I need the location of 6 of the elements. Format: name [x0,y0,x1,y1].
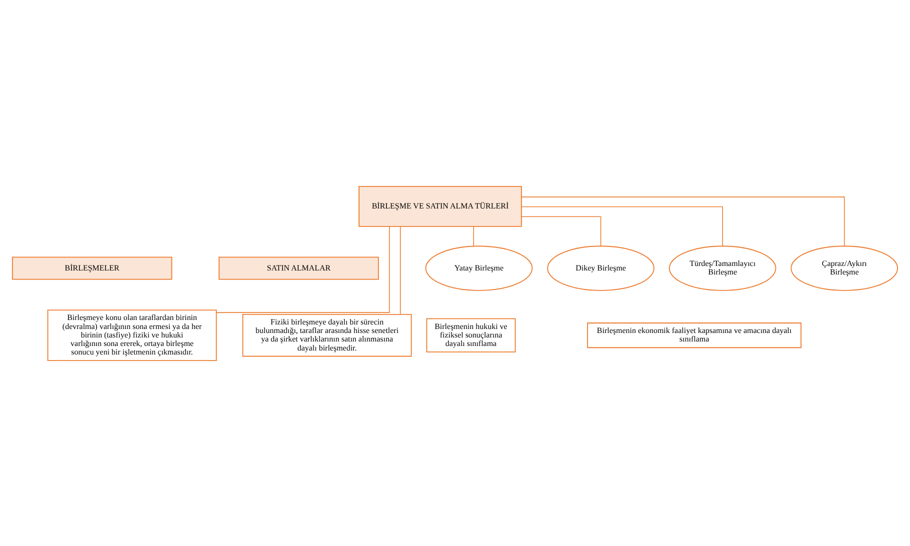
connector [521,196,845,246]
connector [521,216,602,246]
connector [521,206,723,246]
connector [216,226,390,312]
connector [473,226,474,246]
connector [400,226,401,314]
